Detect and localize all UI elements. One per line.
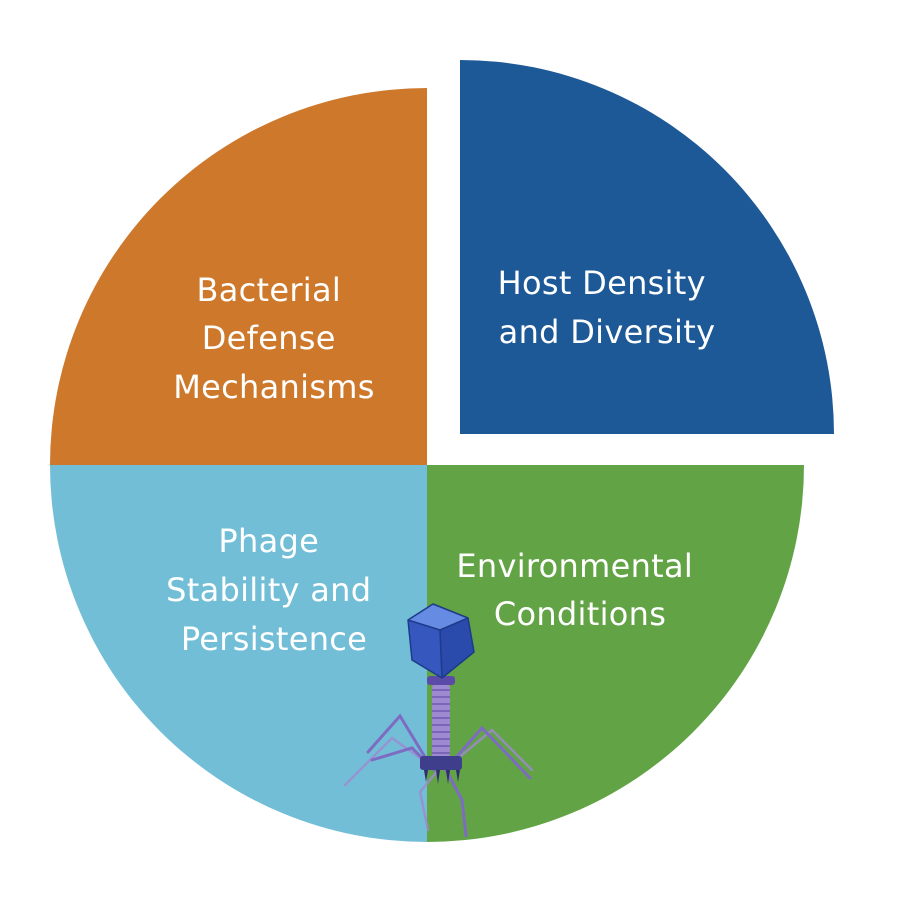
label-host-density: Host Density and Diversity xyxy=(498,264,717,351)
quadrant-bacterial-defense xyxy=(50,88,427,465)
label-environmental: Environmental Conditions xyxy=(456,547,703,633)
quadrant-phage-stability xyxy=(50,465,427,842)
label-line: Defense xyxy=(202,319,336,357)
bacteriophage-icon xyxy=(343,603,534,838)
quadrant-environmental xyxy=(427,465,804,842)
label-bacterial-defense: Bacterial Defense Mechanisms xyxy=(173,271,374,406)
label-line: Environmental xyxy=(456,547,693,585)
label-line: Stability and xyxy=(166,571,371,609)
label-line: Phage xyxy=(218,522,319,560)
label-line: Conditions xyxy=(494,595,666,633)
quadrant-host-density xyxy=(460,60,834,434)
label-line: and Diversity xyxy=(499,313,716,351)
label-line: Host Density xyxy=(498,264,706,302)
label-phage-stability: Phage Stability and Persistence xyxy=(166,522,382,658)
label-line: Mechanisms xyxy=(173,368,374,406)
label-line: Bacterial xyxy=(196,271,341,309)
label-line: Persistence xyxy=(181,620,367,658)
